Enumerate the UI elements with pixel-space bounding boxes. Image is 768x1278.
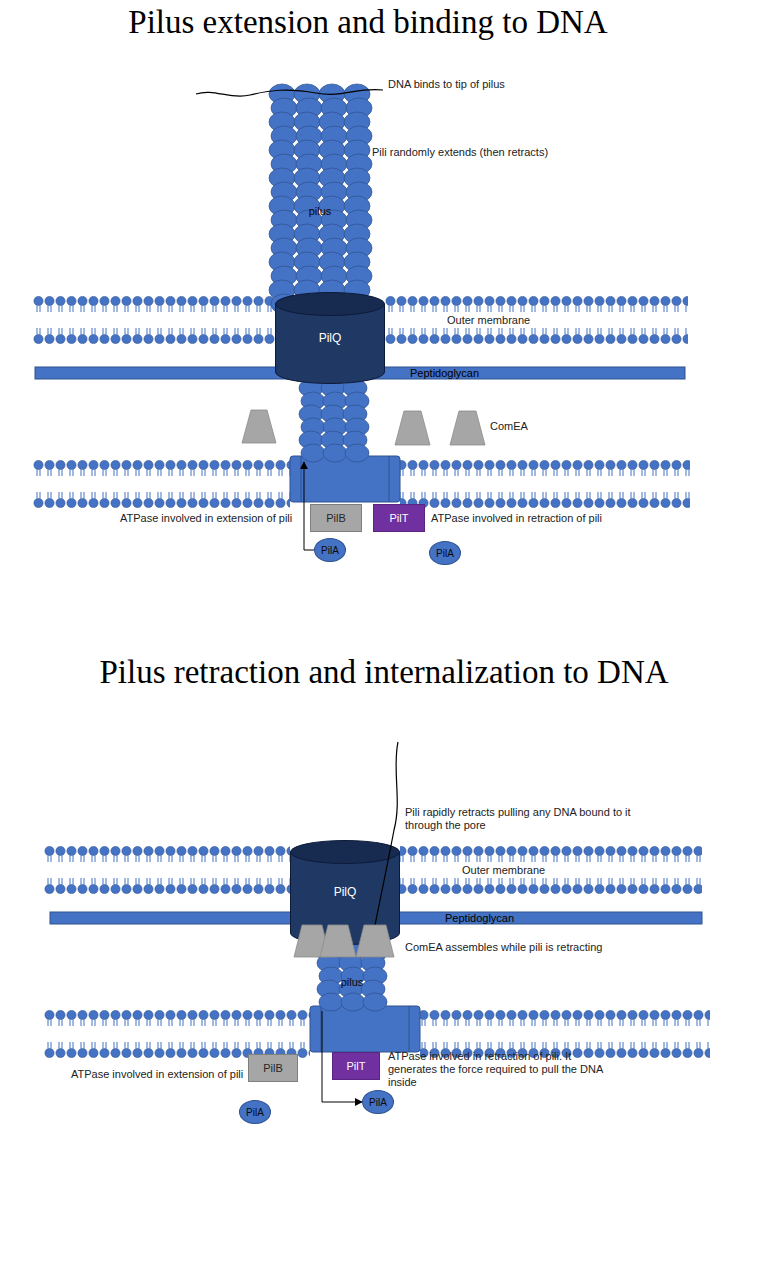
annotation-label: ATPase involved in extension of pili: [71, 1068, 243, 1081]
pilus-fiber: pilus: [268, 86, 372, 462]
pilin-subunit: [323, 444, 347, 462]
pilq-channel: PilQ: [275, 292, 385, 384]
cylinder-top: [276, 293, 385, 316]
inner-membrane-complex: [310, 1006, 420, 1052]
pilin-subunit: [319, 993, 343, 1011]
annotation-label: Outer membrane: [445, 314, 532, 327]
panel-heading: Pilus retraction and internalization to …: [0, 652, 768, 692]
node-label: PilA: [436, 547, 454, 560]
pila-subunit: PilA: [429, 541, 461, 565]
diagram-title: Pilus extension and binding to DNA: [0, 2, 736, 42]
atpase-box: PilB: [310, 504, 362, 532]
node-label: PilT: [390, 511, 409, 525]
annotation-label: Peptidoglycan: [410, 367, 479, 379]
annotation-label: Pili randomly extends (then retracts): [372, 146, 548, 159]
annotation-label: ComEA assembles while pili is retracting: [405, 941, 602, 954]
node-label: pilus: [268, 204, 372, 218]
pila-subunit: PilA: [314, 538, 346, 562]
annotation-label: DNA binds to tip of pilus: [388, 78, 505, 91]
comea-protein: [294, 925, 394, 957]
node-label: PilQ: [334, 885, 357, 900]
annotation-label: ATPase involved in retraction of pili. I…: [388, 1050, 603, 1089]
node-label: pilus: [312, 975, 392, 989]
atpase-box: PilB: [248, 1054, 298, 1082]
annotation-label: Peptidoglycan: [445, 912, 514, 924]
pilin-subunit: [363, 993, 387, 1011]
pila-subunit: PilA: [239, 1100, 271, 1124]
node-label: PilA: [246, 1106, 264, 1119]
pilq-channel: PilQ: [290, 840, 400, 945]
node-label: PilA: [369, 1096, 387, 1109]
annotation-label: Pili rapidly retracts pulling any DNA bo…: [405, 806, 655, 832]
pilus-fiber: pilus: [312, 955, 392, 1011]
atpase-box: PilT: [332, 1052, 380, 1080]
inner-membrane-complex: [290, 456, 400, 502]
pilin-subunit: [341, 993, 365, 1011]
node-label: PilA: [321, 544, 339, 557]
dna-strand: [364, 742, 398, 950]
node-label: PilB: [326, 511, 346, 525]
pilin-subunit: [345, 444, 369, 462]
annotation-label: ATPase involved in retraction of pili: [431, 512, 602, 525]
node-label: PilT: [347, 1059, 366, 1073]
cylinder-body: [291, 852, 400, 944]
atpase-box: PilT: [373, 504, 425, 532]
node-label: PilQ: [319, 331, 342, 346]
cylinder-top: [291, 841, 400, 864]
annotation-label: Outer membrane: [460, 864, 547, 877]
annotation-label: ATPase involved in extension of pili: [120, 512, 292, 525]
dna-strand: [196, 89, 383, 96]
pilin-subunit: [341, 967, 365, 985]
pilus-subunits: [268, 86, 372, 462]
pila-subunit: PilA: [362, 1090, 394, 1114]
pilin-subunit: [301, 444, 325, 462]
annotation-label: ComEA: [490, 420, 528, 433]
node-label: PilB: [263, 1061, 283, 1075]
